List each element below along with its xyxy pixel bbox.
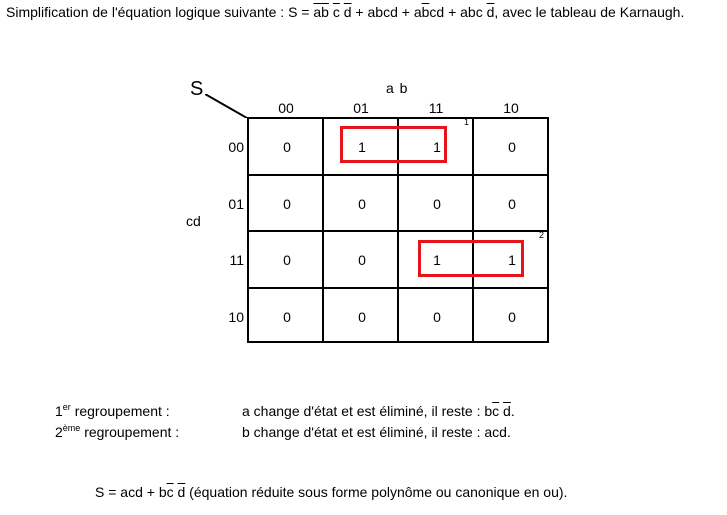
regroupement-2-label: 2ème regroupement : [55,423,180,441]
row-variables-label: cd [186,213,201,229]
overlined-c: c [332,4,340,20]
overlined-c: c [166,484,174,500]
regroupement-2-text: b change d'état et est éliminé, il reste… [242,424,511,440]
overlined-d: d [486,4,495,20]
overlined-c: c [492,403,500,419]
group-2-outline [418,240,524,277]
column-header: 00 [278,100,294,116]
row-header: 01 [228,196,244,212]
kmap-cell: 0 [508,309,516,325]
overlined-d: d [343,4,352,20]
karnaugh-table: 0 1 1 0 0 0 0 0 0 0 1 1 0 0 0 0 [247,117,549,343]
overlined-b: b [321,4,329,20]
kmap-cell: 1 [433,252,441,268]
kmap-cell: 0 [283,196,291,212]
regroupement-1-label: 1er regroupement : [55,402,170,420]
kmap-cell: 1 [433,139,441,155]
corner-diagonal [205,94,247,118]
group-1-outline [340,126,447,163]
final-equation: S = acd + bc d (équation réduite sous fo… [95,484,568,500]
column-header: 10 [503,100,519,116]
kmap-cell: 0 [358,309,366,325]
group-2-number: 2 [539,230,545,240]
column-header: 11 [428,100,444,116]
kmap-cell: 0 [283,309,291,325]
column-header: 01 [353,100,369,116]
overlined-a: a [313,4,322,20]
kmap-cell: 0 [358,196,366,212]
kmap-cell: 0 [358,252,366,268]
row-header: 00 [228,139,244,155]
row-header: 10 [228,309,244,325]
kmap-cell: 0 [283,252,291,268]
regroupement-1-text: a change d'état et est éliminé, il reste… [242,403,515,419]
kmap-cell: 0 [508,139,516,155]
kmap-cell: 0 [433,196,441,212]
row-header: 11 [229,252,244,268]
overlined-d: d [503,403,511,419]
overlined-b: b [421,4,430,20]
kmap-cell: 0 [433,309,441,325]
group-1-number: 1 [464,117,470,127]
kmap-cell: 1 [358,139,366,155]
column-variables-label: a b [386,80,409,96]
output-variable-label: S [190,78,204,100]
kmap-cell: 0 [283,139,291,155]
intro-paragraph: Simplification de l'équation logique sui… [6,4,685,20]
kmap-cell: 0 [508,196,516,212]
kmap-cell: 1 [508,252,516,268]
overlined-d: d [177,484,186,500]
